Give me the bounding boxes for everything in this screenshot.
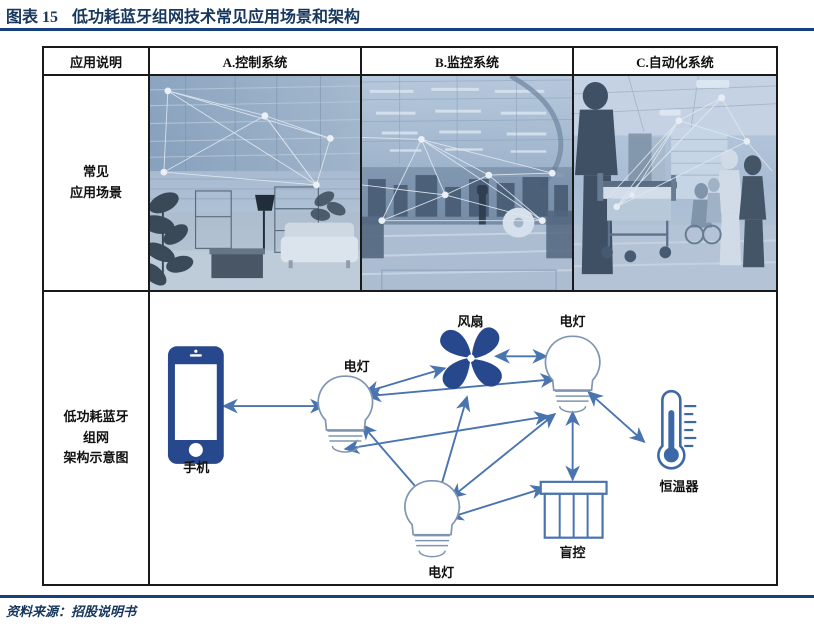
node-label-light-left: 电灯 (343, 359, 370, 375)
row-label-arch-line2: 组网 (82, 429, 109, 445)
row-label-arch-line3: 架构示意图 (63, 450, 129, 466)
row-label-line2: 应用场景 (69, 185, 122, 200)
edge-lighttop-thermostat (587, 390, 646, 443)
row-label-common-scenarios: 常见 应用场景 (44, 76, 150, 290)
footer-divider (0, 595, 814, 598)
scenario-photo-row: 常见 应用场景 (44, 76, 776, 292)
node-label-light-bot: 电灯 (428, 565, 455, 581)
title-divider (0, 28, 814, 31)
node-label-fan: 风扇 (457, 313, 484, 329)
edge-lighttop-lightbot (449, 412, 557, 499)
office-living-space-photo (150, 76, 360, 290)
light-bulb-icon-left (317, 375, 374, 453)
light-bulb-icon-bottom (404, 480, 461, 558)
table-header-row: 应用说明 A.控制系统 B.监控系统 C.自动化系统 (44, 48, 776, 76)
fan-icon (440, 327, 502, 390)
source-note: 资料来源：招股说明书 (6, 604, 137, 619)
node-label-light-top: 电灯 (559, 313, 586, 329)
light-bulb-icon-top (544, 335, 601, 413)
factory-floor-photo (362, 76, 572, 290)
thermometer-icon (657, 389, 697, 470)
table-header-应用说明: 应用说明 (44, 48, 150, 74)
figure-title-text: 低功耗蓝牙组网技术常见应用场景和架构 (72, 9, 361, 26)
node-label-blinds: 盲控 (559, 544, 586, 560)
figure-number: 图表 15 (6, 9, 59, 26)
photo-cell-monitoring-system (362, 76, 574, 290)
edge-lightleft-lighttop-base (343, 411, 551, 455)
architecture-diagram-row: 低功耗蓝牙 组网 架构示意图 (44, 292, 776, 584)
photo-cell-control-system (150, 76, 362, 290)
table-header-automation-system: C.自动化系统 (636, 54, 714, 70)
edge-lightleft-lighttop (365, 373, 557, 403)
photo-cell-automation-system (574, 76, 776, 290)
table-header-monitoring-system: B.监控系统 (362, 48, 574, 74)
node-label-thermostat: 恒温器 (659, 478, 699, 494)
figure-table: 应用说明 A.控制系统 B.监控系统 C.自动化系统 常见 应用场景 (42, 46, 778, 586)
smartphone-icon (167, 346, 224, 464)
row-label-arch-line1: 低功耗蓝牙 (63, 408, 129, 424)
chart-title-bar: 图表 15 低功耗蓝牙组网技术常见应用场景和架构 (0, 0, 814, 36)
blinds-icon (539, 480, 608, 539)
edge-lightleft-fan (363, 365, 447, 396)
edge-blinds-lightbot (447, 484, 547, 521)
mesh-diagram-svg (167, 327, 697, 558)
row-label-line1: 常见 (82, 164, 109, 180)
page-title: 图表 15 低功耗蓝牙组网技术常见应用场景和架构 (6, 3, 360, 27)
row-label-ble-architecture: 低功耗蓝牙 组网 架构示意图 (44, 292, 150, 584)
table-header-control-system: A.控制系统 (150, 48, 362, 74)
hospital-corridor-photo (574, 76, 776, 290)
mesh-network-diagram: 手机 电灯 风扇 电灯 恒温器 盲控 电灯 (150, 292, 776, 584)
node-label-phone: 手机 (183, 459, 210, 475)
